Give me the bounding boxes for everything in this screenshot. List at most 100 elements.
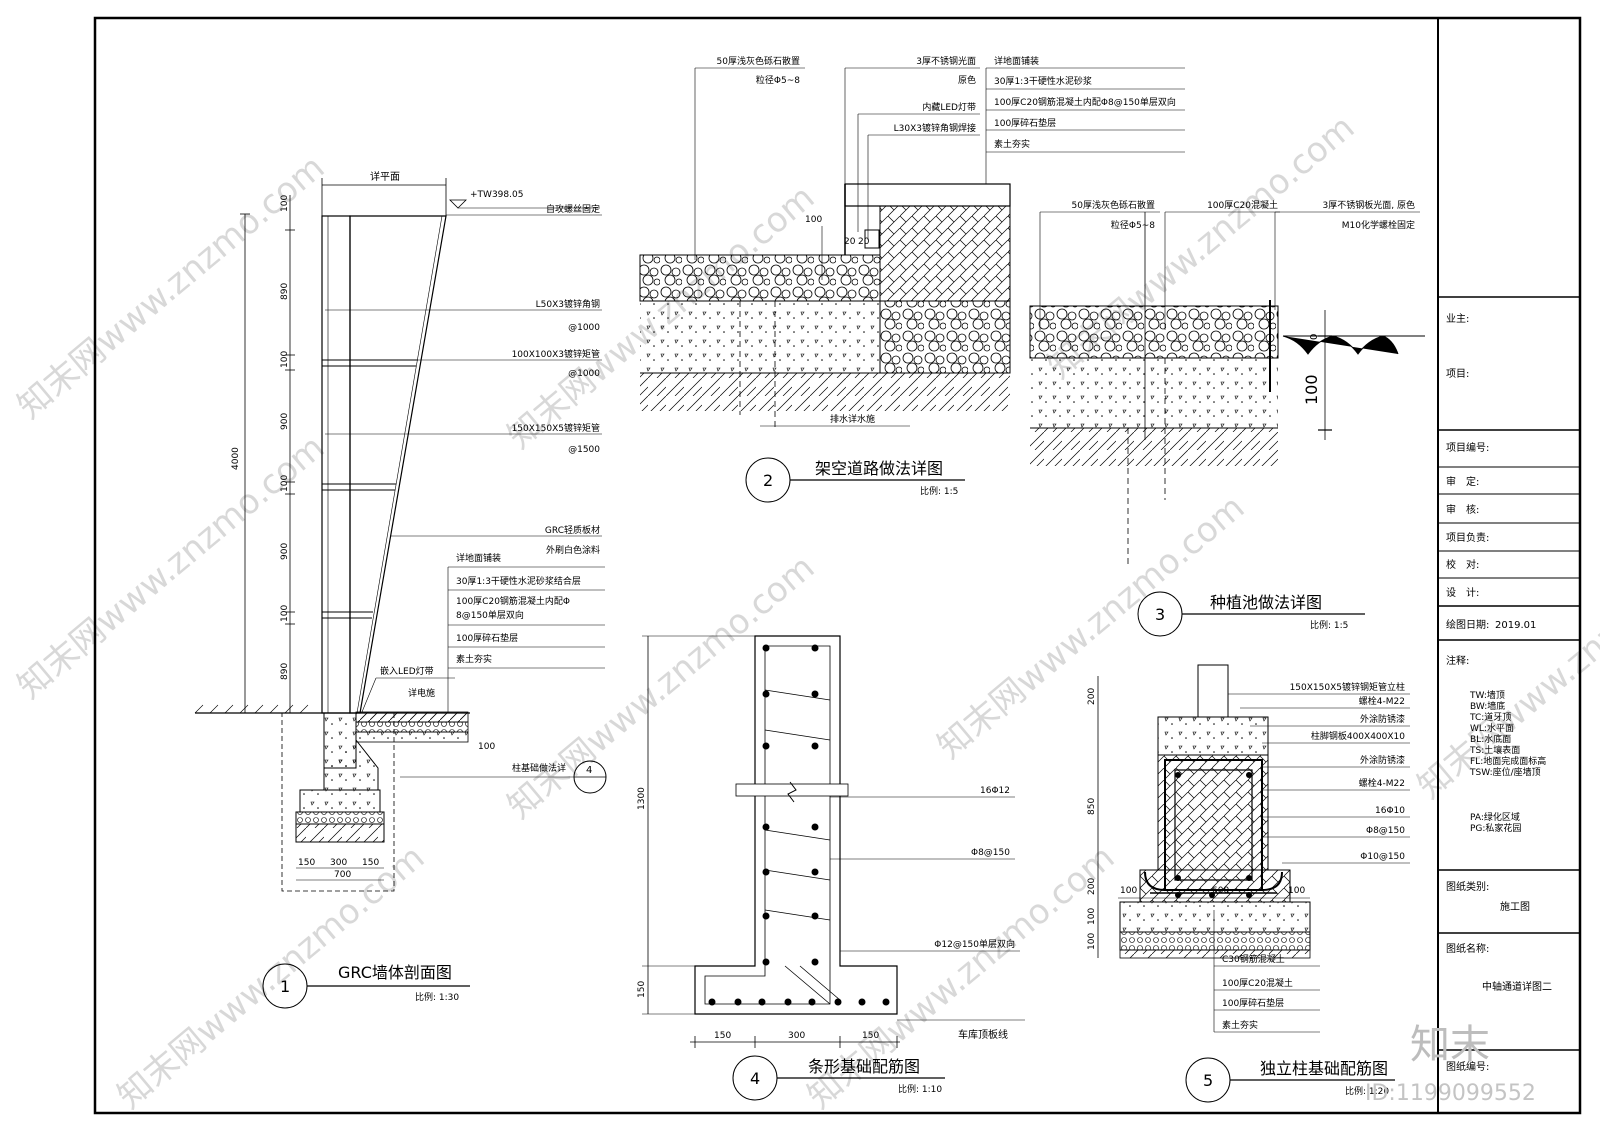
dim: 100 bbox=[1087, 933, 1097, 950]
leader-label: M10化学螺栓固定 bbox=[1342, 219, 1415, 231]
leader-label: 30厚1:3干硬性水泥砂浆结合层 bbox=[456, 575, 581, 587]
detail-number: 2 bbox=[763, 471, 773, 490]
sheet-name-label: 图纸名称: bbox=[1446, 942, 1489, 955]
leader-label: @1000 bbox=[568, 369, 600, 379]
rebar-dot bbox=[1246, 892, 1252, 898]
detail-2-leaders: 50厚浅灰色砾石散置粒径Φ5~83厚不锈钢光面原色内藏LED灯带L30X3镀锌角… bbox=[694, 55, 1185, 427]
rebar-dot bbox=[858, 998, 866, 1006]
dim: 300 bbox=[788, 1031, 805, 1041]
dim: 300 bbox=[330, 858, 347, 868]
leader-label: PA:绿化区域 bbox=[1470, 811, 1520, 823]
rebar-dot bbox=[1175, 875, 1181, 881]
approve-label: 审 定: bbox=[1446, 475, 1479, 488]
dim-total: 4000 bbox=[231, 447, 241, 470]
detail-4-strip-foundation: 1300 150 150 300 150 车库顶板线 16Φ12Φ8@150Φ1… bbox=[637, 635, 1025, 1101]
leader-label: 柱基础做法详 bbox=[512, 762, 566, 774]
leader-label: 100厚C20混凝土 bbox=[1207, 199, 1278, 211]
detail-scale: 比例: 1:10 bbox=[898, 1083, 942, 1095]
rebar-dot bbox=[834, 998, 842, 1006]
leader-label: 100 bbox=[478, 742, 495, 752]
leader-label: 50厚浅灰色砾石散置 bbox=[717, 55, 800, 67]
leader-label: 150X150X5镀锌矩管 bbox=[512, 422, 600, 434]
leader-label: 100厚C20混凝土 bbox=[1222, 977, 1293, 989]
date-label: 绘图日期: bbox=[1446, 618, 1489, 631]
leader-label: 自攻螺丝固定 bbox=[546, 203, 600, 215]
brand-watermark: 知末 bbox=[1410, 1022, 1490, 1068]
id-watermark: ID:1199099552 bbox=[1365, 1081, 1536, 1106]
detail-number: 5 bbox=[1203, 1071, 1213, 1090]
rebar-dot bbox=[762, 912, 770, 920]
leader-label: TS:土壤表面 bbox=[1469, 744, 1520, 756]
dim-zero: 0 bbox=[1309, 334, 1320, 340]
leader-label: TSW:座位/座墙顶 bbox=[1469, 766, 1541, 778]
lead-label: 项目负责: bbox=[1446, 531, 1489, 544]
dim: 100 bbox=[280, 475, 290, 492]
leader-label: 16Φ10 bbox=[1375, 806, 1405, 816]
detail-number: 1 bbox=[280, 977, 290, 996]
rebar-dot bbox=[762, 823, 770, 831]
dim: 900 bbox=[280, 413, 290, 430]
rebar-dot bbox=[811, 823, 819, 831]
detail-title: 种植池做法详图 bbox=[1210, 593, 1322, 612]
leader-label: Φ8@150 bbox=[1366, 826, 1405, 836]
rebar-dot bbox=[762, 742, 770, 750]
leader-label: 素土夯实 bbox=[456, 653, 492, 665]
rebar-dot bbox=[811, 868, 819, 876]
leader-label: 3厚不锈钢板光面, 原色 bbox=[1323, 199, 1415, 211]
leader-label: 素土夯实 bbox=[1222, 1019, 1258, 1031]
date-value: 2019.01 bbox=[1495, 620, 1536, 631]
leader-label: 20 bbox=[858, 237, 870, 247]
detail-title: 架空道路做法详图 bbox=[815, 459, 943, 478]
leader-label: 粒径Φ5~8 bbox=[756, 74, 800, 86]
sheet-no-label: 图纸编号: bbox=[1446, 1060, 1489, 1073]
rebar-dot bbox=[758, 998, 766, 1006]
leader-label: 100X100X3镀锌矩管 bbox=[512, 348, 600, 360]
sheet-frame bbox=[93, 16, 1582, 1115]
leader-label: GRC轻质板材 bbox=[545, 524, 600, 536]
rebar-dot bbox=[811, 958, 819, 966]
notes-label: 注释: bbox=[1446, 654, 1469, 667]
dim: 150 bbox=[862, 1031, 879, 1041]
leader-label: 100厚碎石垫层 bbox=[994, 117, 1056, 129]
leader-label: 20 bbox=[844, 237, 856, 247]
leader-label: Φ10@150 bbox=[1360, 852, 1405, 862]
leader-label: 30厚1:3干硬性水泥砂浆 bbox=[994, 75, 1092, 87]
leader-label: TC:道牙顶 bbox=[1469, 711, 1511, 723]
dim: 890 bbox=[280, 663, 290, 680]
rebar-dot bbox=[762, 958, 770, 966]
leader-label: 排水详水施 bbox=[830, 413, 875, 425]
leader-label: 车库顶板线 bbox=[958, 1028, 1008, 1041]
rebar-dot bbox=[762, 868, 770, 876]
rebar-dot bbox=[1175, 772, 1181, 778]
leader-label: TW:墙顶 bbox=[1469, 689, 1505, 701]
detail-scale: 比例: 1:20 bbox=[1345, 1085, 1389, 1097]
leader-label: @1500 bbox=[568, 445, 600, 455]
leader-label: 粒径Φ5~8 bbox=[1111, 219, 1155, 231]
leader-label: L50X3镀锌角钢 bbox=[536, 298, 600, 310]
leader-label: FL:地面完成面标高 bbox=[1470, 755, 1546, 767]
rebar-dot bbox=[811, 912, 819, 920]
rebar-dot bbox=[1175, 892, 1181, 898]
rebar-dot bbox=[811, 690, 819, 698]
dim: 700 bbox=[334, 870, 351, 880]
design-label: 设 计: bbox=[1446, 586, 1479, 599]
leader-label: 100厚碎石垫层 bbox=[1222, 997, 1284, 1009]
rebar-dot bbox=[1246, 875, 1252, 881]
leader-label: L30X3镀锌角钢焊接 bbox=[894, 122, 976, 134]
detail-scale: 比例: 1:5 bbox=[920, 485, 958, 497]
leader-label: 16Φ12 bbox=[980, 786, 1010, 796]
dim: 890 bbox=[280, 283, 290, 300]
rebar-dot bbox=[734, 998, 742, 1006]
dim: 100 bbox=[1087, 908, 1097, 925]
leader-label: 详地面铺装 bbox=[994, 55, 1039, 67]
rebar-dot bbox=[811, 742, 819, 750]
dim: 100 bbox=[1288, 886, 1305, 896]
leader-line bbox=[361, 677, 377, 713]
owner-label: 业主: bbox=[1446, 313, 1469, 325]
detail-scale: 比例: 1:30 bbox=[415, 991, 459, 1003]
rebar-dot bbox=[1209, 892, 1215, 898]
ref-number: 4 bbox=[586, 765, 592, 776]
project-no-label: 项目编号: bbox=[1446, 441, 1489, 454]
